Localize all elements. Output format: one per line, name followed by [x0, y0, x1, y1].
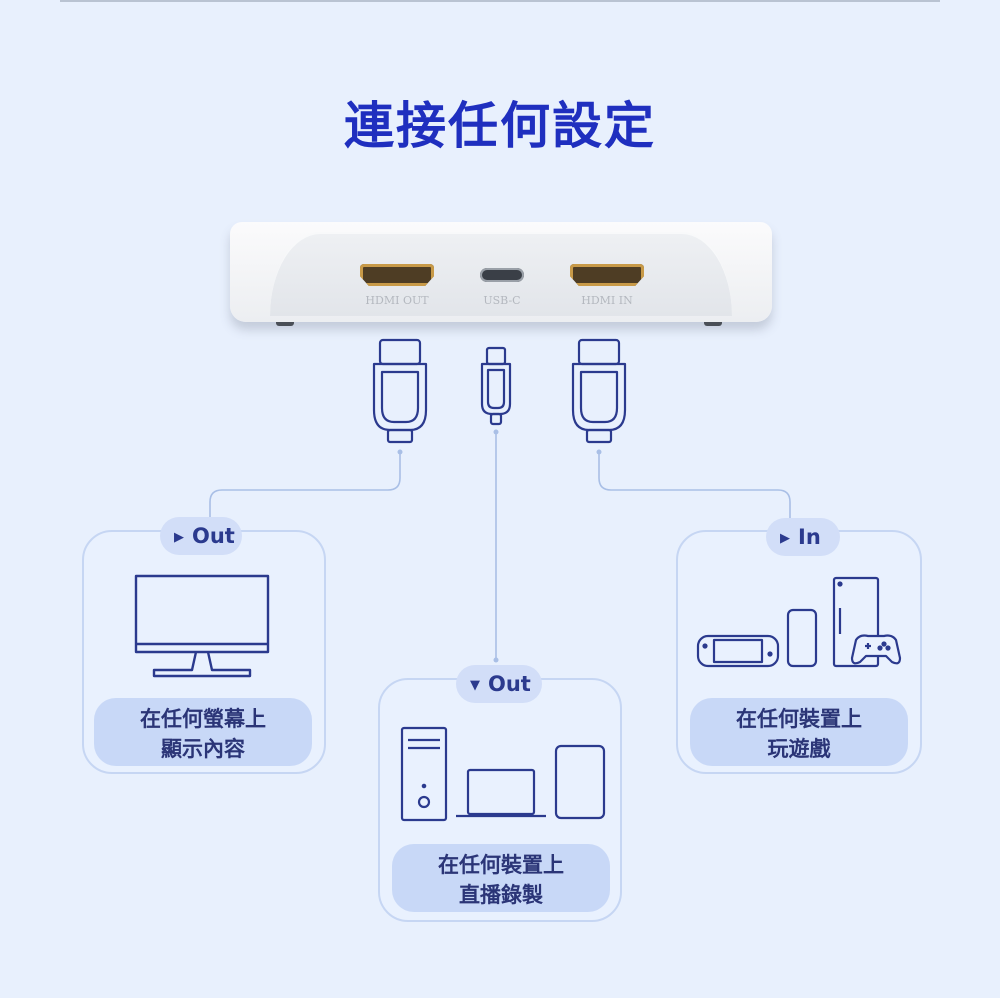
monitor-icon — [130, 570, 280, 682]
record-out-badge: ▼ Out — [456, 665, 542, 703]
badge-label: In — [798, 525, 821, 549]
handheld-console-icon — [698, 636, 778, 666]
hdmi-plug-icon — [374, 340, 426, 442]
recording-devices-icon — [398, 724, 608, 824]
caption-line: 在任何裝置上 — [392, 850, 610, 880]
badge-label: Out — [192, 524, 235, 548]
desktop-tower-icon — [402, 728, 446, 820]
tablet-icon — [556, 746, 604, 818]
record-caption: 在任何裝置上 直播錄製 — [392, 844, 610, 912]
usb-c-plug-icon — [482, 348, 510, 424]
caption-line: 直播錄製 — [392, 880, 610, 910]
display-out-badge: ▶ Out — [160, 517, 242, 555]
hdmi-in-line — [599, 452, 790, 522]
play-right-icon: ▶ — [780, 531, 790, 546]
game-caption: 在任何裝置上 玩遊戲 — [690, 698, 908, 766]
caption-line: 顯示內容 — [94, 734, 312, 764]
game-in-badge: ▶ In — [766, 518, 840, 556]
smartphone-icon — [788, 610, 816, 666]
laptop-icon — [456, 770, 546, 816]
display-caption: 在任何螢幕上 顯示內容 — [94, 698, 312, 766]
badge-label: Out — [488, 672, 531, 696]
caption-line: 玩遊戲 — [690, 734, 908, 764]
gamepad-icon — [852, 636, 900, 664]
gaming-devices-icon — [694, 574, 904, 670]
hdmi-plug-icon — [573, 340, 625, 442]
hdmi-out-line — [210, 452, 400, 520]
play-down-icon: ▼ — [470, 678, 480, 693]
caption-line: 在任何裝置上 — [690, 704, 908, 734]
caption-line: 在任何螢幕上 — [94, 704, 312, 734]
play-right-icon: ▶ — [174, 530, 184, 545]
